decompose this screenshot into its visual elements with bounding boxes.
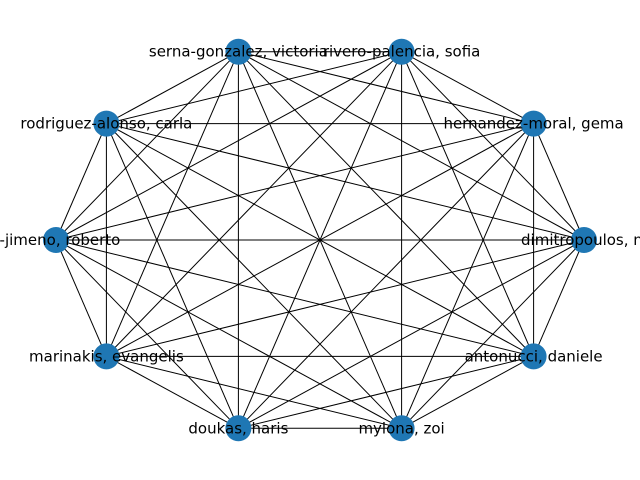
node-circle[interactable] xyxy=(388,415,415,442)
node-label: marinakis, evangelis xyxy=(29,347,184,365)
node-label: antonucci, daniele xyxy=(465,347,603,365)
edge-n5-n7 xyxy=(55,239,239,429)
node-circle[interactable] xyxy=(225,38,252,65)
edge-n5-n9 xyxy=(55,239,534,357)
node-circle[interactable] xyxy=(520,343,547,370)
edge-n2-n5 xyxy=(55,51,402,241)
edge-n4-n9 xyxy=(106,123,534,357)
edge-n7-n9 xyxy=(238,355,534,429)
node-circle[interactable] xyxy=(93,343,120,370)
edge-n1-n2 xyxy=(401,51,534,125)
edge-n0-n1 xyxy=(533,123,585,241)
edge-n4-n8 xyxy=(106,123,402,429)
node-label: rivero-palencia, sofia xyxy=(323,43,481,61)
edge-n6-n7 xyxy=(106,355,239,429)
node-label: dimitropoulos, ni xyxy=(521,231,640,249)
edge-n5-n6 xyxy=(55,239,107,357)
edge-n2-n9 xyxy=(401,51,535,357)
node-circle[interactable] xyxy=(225,415,252,442)
edge-n4-n7 xyxy=(105,123,239,429)
edge-n0-n9 xyxy=(533,239,585,357)
node-circle[interactable] xyxy=(571,227,597,253)
graph-nodes xyxy=(43,38,597,442)
edge-n3-n4 xyxy=(106,51,239,125)
graph-edges xyxy=(55,51,585,429)
node-label: z-jimeno, roberto xyxy=(0,231,120,249)
edge-n0-n7 xyxy=(238,239,585,429)
node-circle[interactable] xyxy=(43,227,69,253)
node-circle[interactable] xyxy=(520,110,547,137)
node-label: serna-gonzalez, victoria xyxy=(149,43,328,61)
edge-n8-n9 xyxy=(401,355,534,429)
edge-n1-n8 xyxy=(401,123,535,429)
edge-n5-n8 xyxy=(55,239,402,429)
edge-n3-n6 xyxy=(105,51,239,357)
edge-n3-n9 xyxy=(238,51,534,357)
node-circle[interactable] xyxy=(388,38,415,65)
node-label: rodriguez-alonso, carla xyxy=(20,115,192,133)
edge-n6-n8 xyxy=(106,355,402,429)
node-circle[interactable] xyxy=(93,110,120,137)
edge-n4-n5 xyxy=(55,123,107,241)
node-label: hernandez-moral, gema xyxy=(443,115,623,133)
graph-labels: dimitropoulos, ni hernandez-moral, gema ri… xyxy=(0,43,640,438)
edge-n0-n3 xyxy=(238,51,585,241)
node-label: doukas, haris xyxy=(188,419,288,437)
node-label: mylona, zoi xyxy=(358,419,444,437)
